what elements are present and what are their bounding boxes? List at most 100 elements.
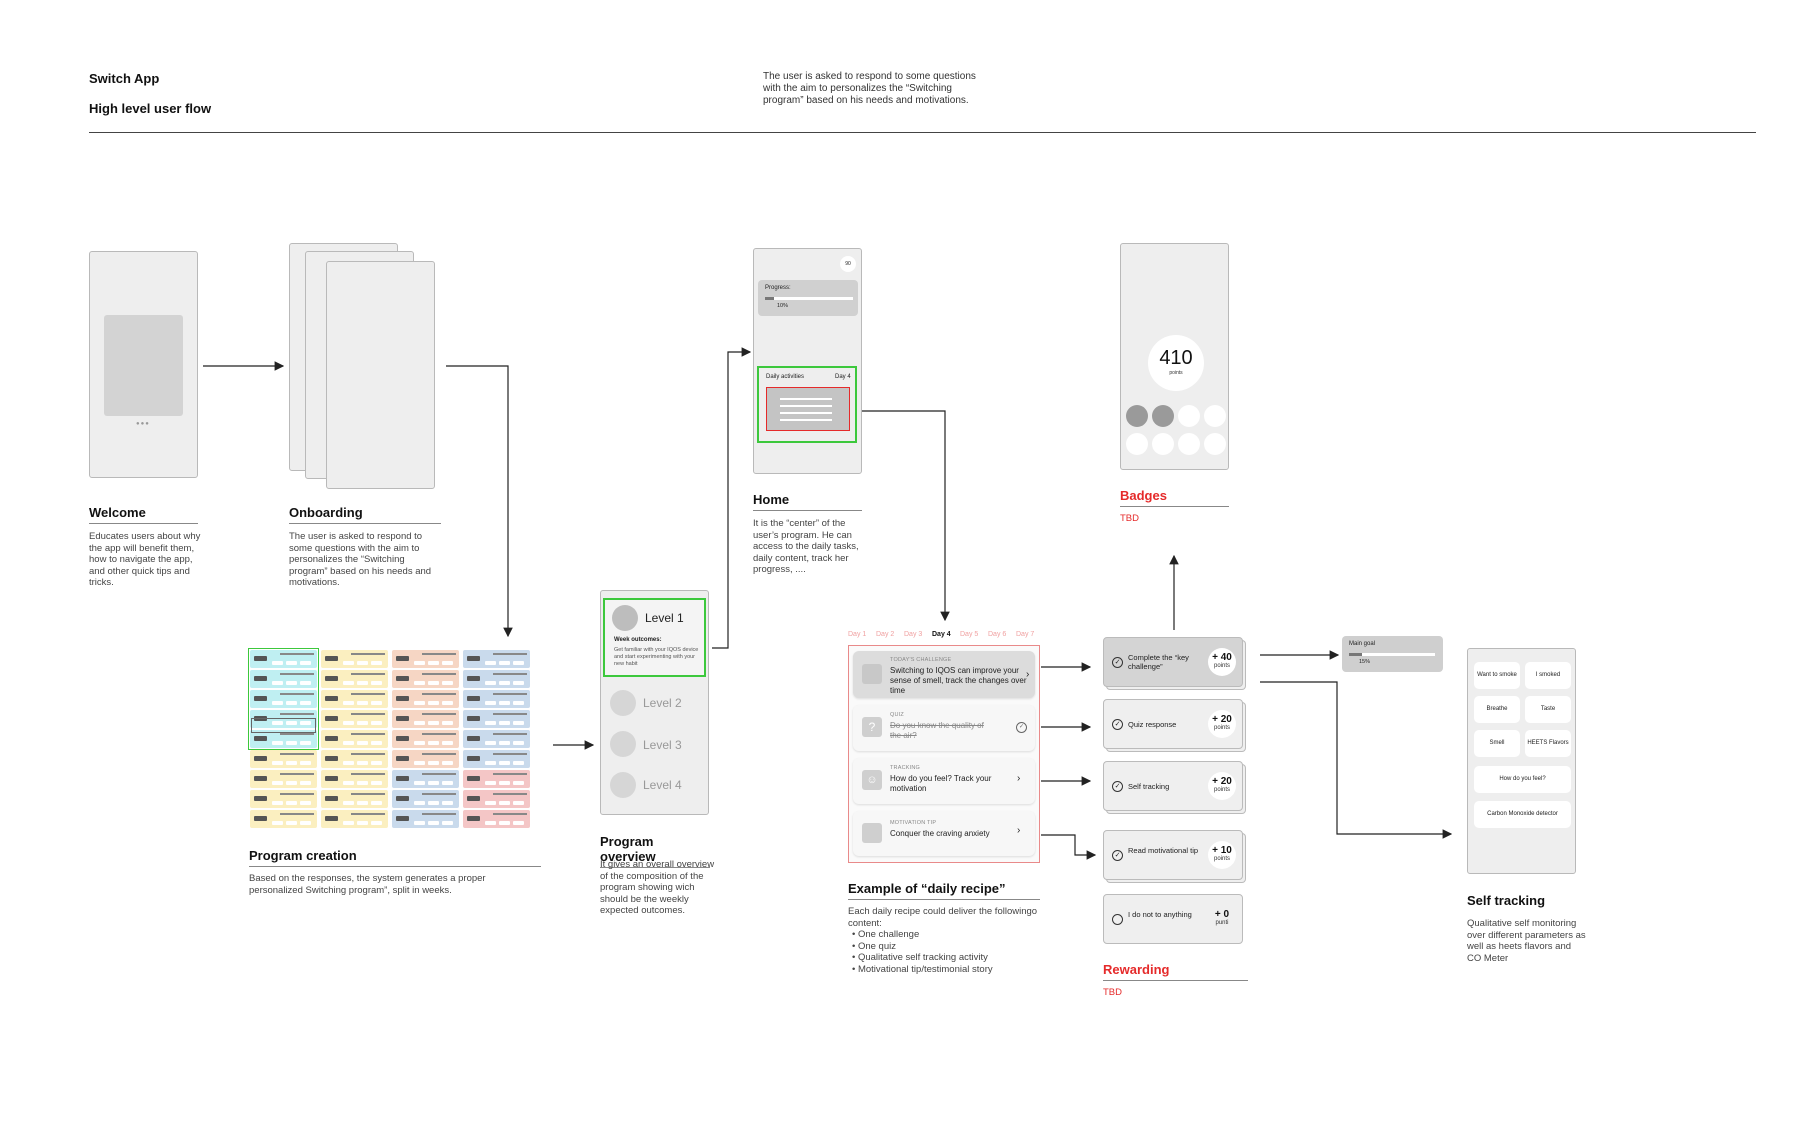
daily-activity-preview[interactable]	[766, 387, 850, 431]
self-tracking-desc: Qualitative self monitoring over differe…	[1467, 918, 1586, 964]
cell-line	[493, 673, 527, 675]
day-tab[interactable]: Day 2	[876, 631, 895, 638]
cell-pill	[300, 681, 311, 685]
cell-pill	[513, 681, 524, 685]
cell-pill	[513, 721, 524, 725]
cell-pill	[300, 721, 311, 725]
cell-pill	[300, 661, 311, 665]
heets-flavors-button[interactable]: HEETS Flavors	[1525, 730, 1571, 757]
day-tab[interactable]: Day 4	[932, 631, 951, 638]
cell-pill	[371, 781, 382, 785]
cell-pill	[300, 761, 311, 765]
tracking-card[interactable]: ☺ Tracking How do you feel? Track your m…	[853, 758, 1035, 804]
want-to-smoke-button[interactable]: Want to smoke	[1474, 662, 1520, 689]
cell-pill	[343, 721, 354, 725]
day-tab[interactable]: Day 1	[848, 631, 867, 638]
cell-pill	[513, 761, 524, 765]
cell-pill	[499, 741, 510, 745]
cell-pill	[300, 741, 311, 745]
cell-pill	[428, 781, 439, 785]
reward-label: Read motivational tip	[1128, 846, 1199, 855]
cell-pill	[272, 721, 283, 725]
program-day-cell	[463, 650, 530, 668]
self-tracking-screen: Want to smoke I smoked Breathe Taste Sme…	[1467, 648, 1576, 874]
program-day-cell	[463, 750, 530, 768]
badge-earned	[1126, 405, 1148, 427]
cell-pill	[499, 781, 510, 785]
cell-pill	[485, 761, 496, 765]
program-day-cell	[392, 710, 459, 728]
program-day-cell	[392, 670, 459, 688]
cell-chip	[467, 656, 480, 661]
cell-chip	[467, 696, 480, 701]
smell-button[interactable]: Smell	[1474, 730, 1520, 757]
i-smoked-button[interactable]: I smoked	[1525, 662, 1571, 689]
progress-card: Progress: 10%	[758, 280, 858, 316]
program-day-cell	[250, 650, 317, 668]
cell-chip	[254, 676, 267, 681]
preview-line	[780, 412, 832, 414]
taste-button[interactable]: Taste	[1525, 696, 1571, 723]
cell-pill	[428, 801, 439, 805]
cell-pill	[442, 681, 453, 685]
program-day-cell	[250, 790, 317, 808]
cell-pill	[499, 681, 510, 685]
badge-locked	[1204, 433, 1226, 455]
daily-day-label: Day 4	[835, 374, 851, 380]
reward-points-value: + 10	[1212, 845, 1232, 856]
day-tab[interactable]: Day 6	[988, 631, 1007, 638]
cell-pill	[485, 701, 496, 705]
cell-pill	[513, 741, 524, 745]
cell-pill	[371, 681, 382, 685]
motivation-tag: Motivation tip	[890, 820, 937, 826]
points-chip: 90	[840, 256, 856, 272]
carbon-monoxide-button[interactable]: Carbon Monoxide detector	[1474, 801, 1571, 828]
cell-pill	[442, 741, 453, 745]
cell-line	[493, 753, 527, 755]
day-tab[interactable]: Day 3	[904, 631, 923, 638]
how-do-you-feel-button[interactable]: How do you feel?	[1474, 766, 1571, 793]
recipe-bullet: • One challenge	[852, 929, 920, 940]
challenge-card[interactable]: Today's challenge Switching to IQOS can …	[853, 651, 1035, 698]
cell-chip	[325, 776, 338, 781]
cell-chip	[396, 736, 409, 741]
day-tab[interactable]: Day 5	[960, 631, 979, 638]
cell-chip	[467, 816, 480, 821]
cell-chip	[325, 656, 338, 661]
program-day-cell	[463, 790, 530, 808]
score-value: 410	[1159, 347, 1193, 369]
header-divider	[89, 132, 1756, 133]
recipe-bullet: • Motivational tip/testimonial story	[852, 963, 993, 975]
breathe-button[interactable]: Breathe	[1474, 696, 1520, 723]
cell-line	[493, 693, 527, 695]
motivation-card[interactable]: Motivation tip Conquer the craving anxie…	[853, 811, 1035, 856]
preview-line	[780, 398, 832, 400]
cell-pill	[343, 741, 354, 745]
cell-pill	[286, 681, 297, 685]
day-highlight	[251, 718, 316, 733]
reward-points-unit: punti	[1215, 920, 1229, 926]
daily-activities-label[interactable]: Daily activities	[766, 374, 805, 380]
chevron-right-icon: ›	[1026, 669, 1030, 680]
quiz-card[interactable]: ? Quiz Do you know the quality of the ai…	[853, 705, 1035, 751]
cell-pill	[357, 701, 368, 705]
cell-chip	[254, 816, 267, 821]
badge-locked	[1152, 433, 1174, 455]
challenge-thumb	[862, 664, 882, 684]
cell-pill	[371, 661, 382, 665]
program-overview-desc: It gives an overall overview of the comp…	[600, 859, 715, 916]
cell-pill	[428, 761, 439, 765]
reward-points-value: + 20	[1212, 714, 1232, 725]
day-tab[interactable]: Day 7	[1016, 631, 1035, 638]
cell-line	[351, 813, 385, 815]
cell-pill	[300, 781, 311, 785]
badge-locked	[1178, 433, 1200, 455]
tracking-text: How do you feel? Track your motivation	[890, 774, 992, 793]
cell-line	[422, 793, 456, 795]
cell-pill	[371, 701, 382, 705]
cell-pill	[428, 661, 439, 665]
program-overview-title: Program overview	[600, 834, 710, 868]
